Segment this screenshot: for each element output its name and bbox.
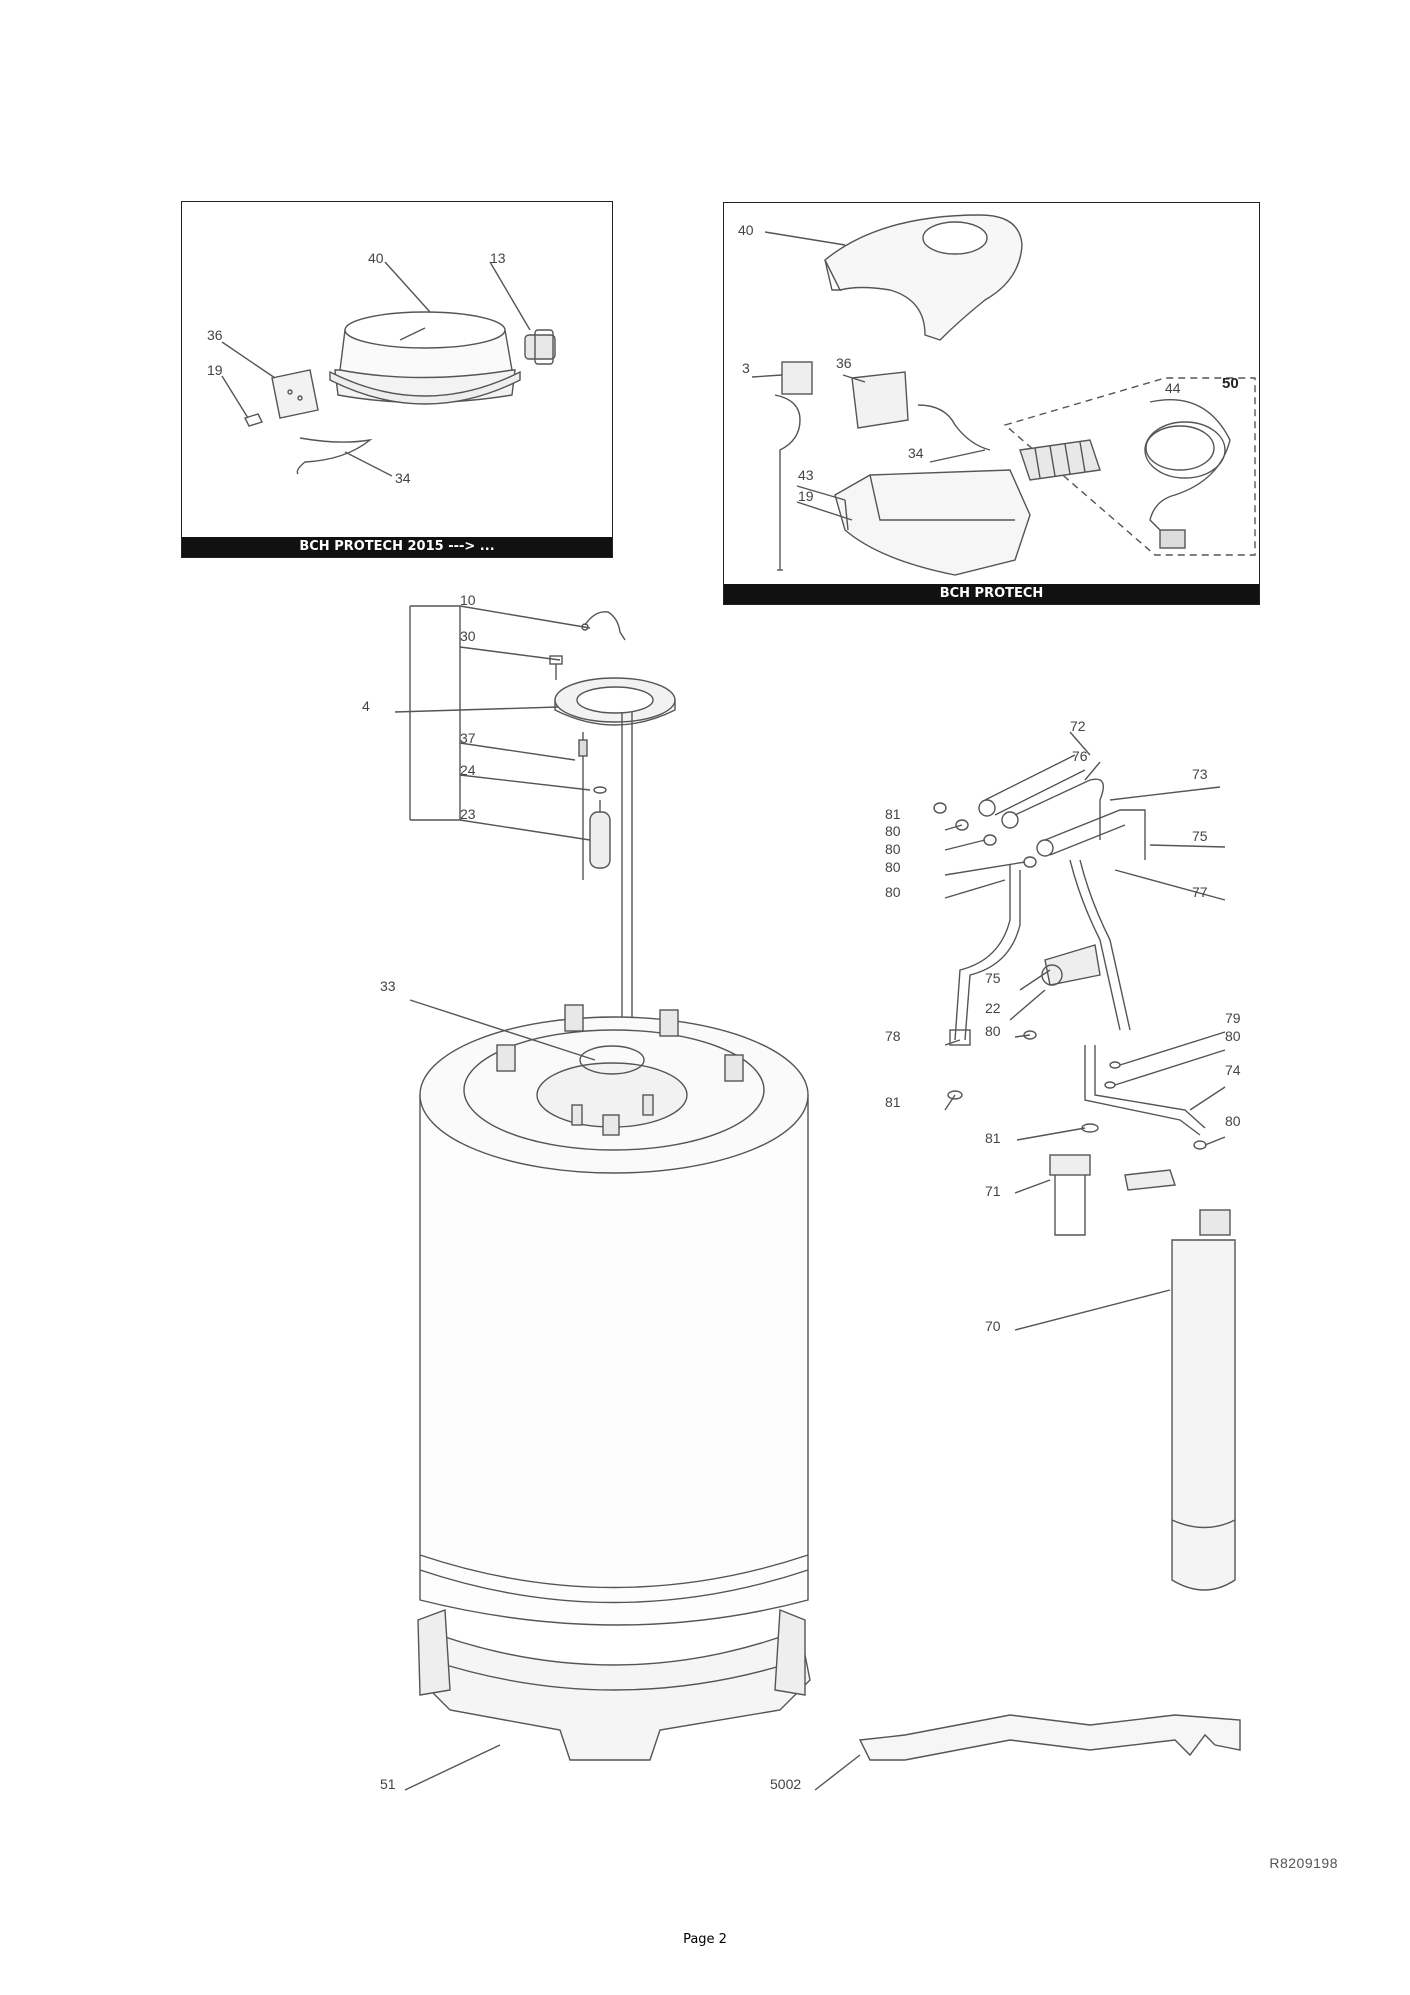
label-10: 10 xyxy=(460,592,476,608)
label-79: 79 xyxy=(1225,1010,1241,1026)
probe-37 xyxy=(578,732,588,880)
label-p2-50: 50 xyxy=(1222,375,1239,392)
p1-board-36 xyxy=(271,369,319,419)
p1-connector-19 xyxy=(244,413,263,427)
label-p2-19: 19 xyxy=(798,488,814,504)
label-p2-44: 44 xyxy=(1165,380,1181,396)
label-4: 4 xyxy=(362,698,370,714)
label-80c: 80 xyxy=(885,859,901,875)
p1-cover-40 xyxy=(329,311,521,405)
label-24: 24 xyxy=(460,762,476,778)
label-81c: 81 xyxy=(985,1130,1001,1146)
panel-footer-right: BCH PROTECH xyxy=(724,584,1259,604)
label-71: 71 xyxy=(985,1183,1001,1199)
label-70: 70 xyxy=(985,1318,1001,1334)
support-5002 xyxy=(858,1714,1241,1761)
p2-wire-34 xyxy=(917,404,991,451)
label-p2-34: 34 xyxy=(908,445,924,461)
label-80a: 80 xyxy=(885,823,901,839)
label-72: 72 xyxy=(1070,718,1086,734)
p2-cord-50 xyxy=(1003,377,1256,556)
anode-23 xyxy=(589,800,611,869)
pipe-76 xyxy=(1001,778,1104,840)
p2-housing-43 xyxy=(834,469,1031,576)
label-p1-36: 36 xyxy=(207,327,223,343)
pipe-78 xyxy=(949,865,1021,1046)
p2-cable xyxy=(1144,398,1231,549)
label-80g: 80 xyxy=(1225,1113,1241,1129)
washer-24 xyxy=(593,786,607,794)
label-22: 22 xyxy=(985,1000,1001,1016)
label-p1-13: 13 xyxy=(490,250,506,266)
flange-4 xyxy=(554,677,676,726)
p1-wire-34 xyxy=(296,437,373,475)
anode-70 xyxy=(1171,1209,1236,1591)
p1-gland-13 xyxy=(524,329,556,365)
label-78: 78 xyxy=(885,1028,901,1044)
label-p1-19: 19 xyxy=(207,362,223,378)
label-5002: 5002 xyxy=(770,1776,802,1792)
page-number: Page 2 xyxy=(683,1932,727,1947)
p2-terminal-block xyxy=(1019,439,1101,481)
label-23: 23 xyxy=(460,806,476,822)
label-80d: 80 xyxy=(885,884,901,900)
p2-thermostat-3 xyxy=(774,361,813,571)
label-80f: 80 xyxy=(1225,1028,1241,1044)
label-75a: 75 xyxy=(1192,828,1208,844)
pipe-74 xyxy=(1084,1045,1206,1136)
panel-bch-protech-2015: BCH PROTECH 2015 ---> ... xyxy=(181,201,613,558)
label-37: 37 xyxy=(460,730,476,746)
label-74: 74 xyxy=(1225,1062,1241,1078)
label-p1-34: 34 xyxy=(395,470,411,486)
tank-33 xyxy=(419,1004,809,1626)
screw-30 xyxy=(549,655,563,680)
label-80b: 80 xyxy=(885,841,901,857)
label-p2-3: 3 xyxy=(742,360,750,376)
pipe-73 xyxy=(1036,809,1146,860)
label-p2-36: 36 xyxy=(836,355,852,371)
label-81b: 81 xyxy=(885,1094,901,1110)
label-81a: 81 xyxy=(885,806,901,822)
wire-10 xyxy=(581,611,626,641)
label-p2-43: 43 xyxy=(798,467,814,483)
drawing-reference: R8209198 xyxy=(1269,1855,1338,1871)
bracket-group-lines xyxy=(394,605,591,841)
label-76: 76 xyxy=(1072,748,1088,764)
p2-cover-40 xyxy=(824,214,1023,341)
pipe-77 xyxy=(1069,859,1131,1031)
bracket-small xyxy=(1124,1169,1176,1191)
label-30: 30 xyxy=(460,628,476,644)
valve-22 xyxy=(1041,944,1101,986)
label-51: 51 xyxy=(380,1776,396,1792)
label-33: 33 xyxy=(380,978,396,994)
label-73: 73 xyxy=(1192,766,1208,782)
label-77: 77 xyxy=(1192,884,1208,900)
base-51 xyxy=(417,1608,811,1761)
panel-footer-left: BCH PROTECH 2015 ---> ... xyxy=(182,537,612,557)
p2-board-36 xyxy=(851,371,909,429)
element-rod xyxy=(621,712,633,1060)
filter-71 xyxy=(1049,1154,1091,1236)
label-75b: 75 xyxy=(985,970,1001,986)
label-p2-40: 40 xyxy=(738,222,754,238)
label-p1-40: 40 xyxy=(368,250,384,266)
pipe-72 xyxy=(978,754,1086,817)
label-80e: 80 xyxy=(985,1023,1001,1039)
